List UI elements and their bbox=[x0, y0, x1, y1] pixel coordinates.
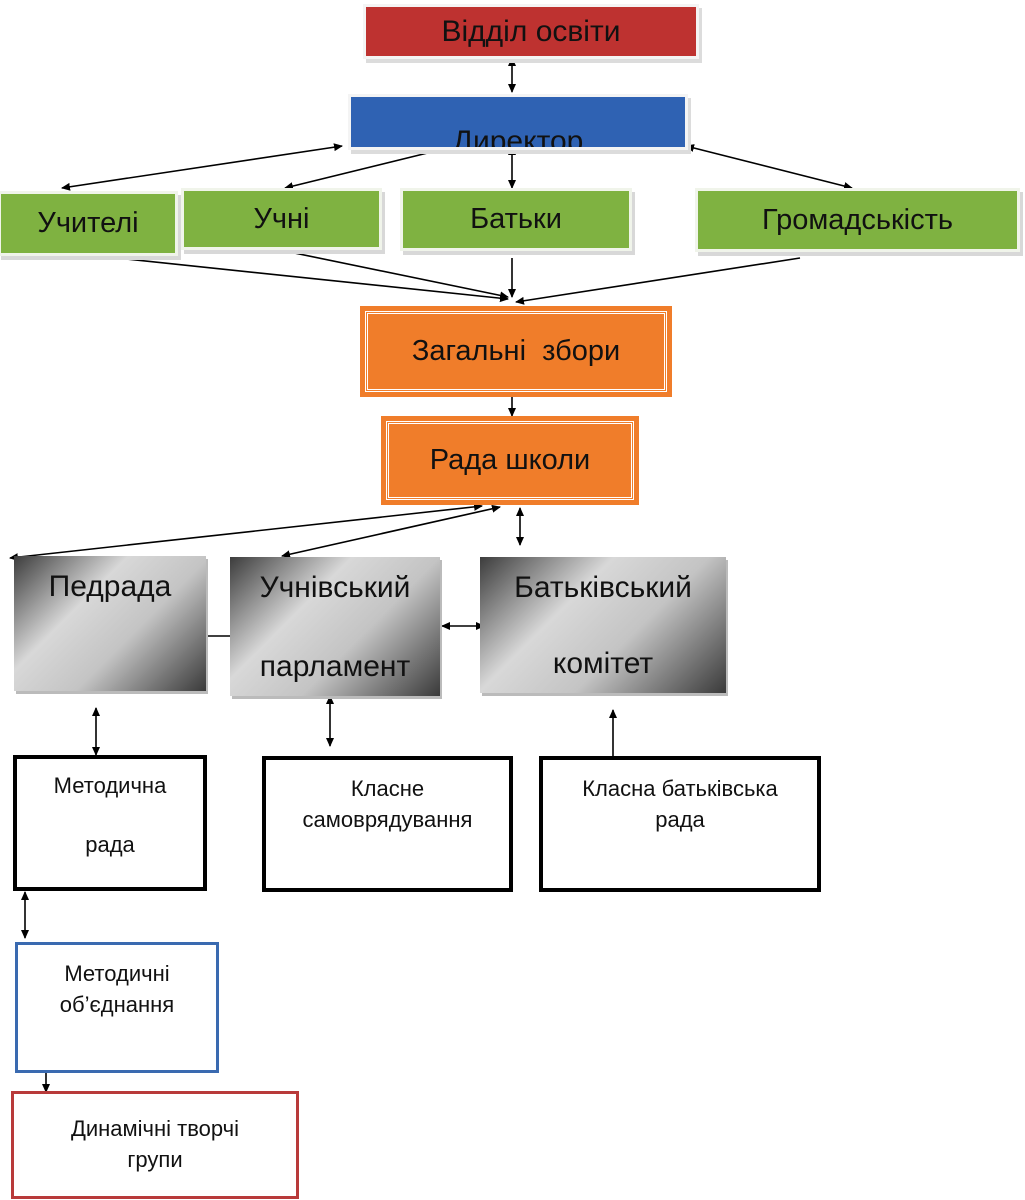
node-label: самоврядування bbox=[302, 806, 473, 832]
node-class-self-government: Класне самоврядування bbox=[262, 756, 513, 892]
node-label: Класне bbox=[350, 776, 425, 801]
arrow-teachers-meeting bbox=[39, 249, 509, 303]
node-label: Педрада bbox=[48, 570, 172, 603]
node-label: Загальні збори bbox=[411, 335, 621, 367]
arrow-students-meeting bbox=[274, 248, 509, 300]
node-school-council: Рада школи bbox=[381, 416, 639, 505]
node-label: парламент bbox=[259, 650, 411, 683]
arrow-council-parliament bbox=[281, 504, 501, 559]
node-class-parent-council: Класна батьківська рада bbox=[539, 756, 821, 892]
node-ped-council: Педрада bbox=[14, 556, 206, 691]
node-label: комітет bbox=[552, 647, 654, 680]
arrow-community-meeting bbox=[515, 257, 801, 305]
arrow-council-pedrada bbox=[9, 502, 483, 562]
node-label: Учителі bbox=[37, 207, 139, 239]
node-label: Рада школи bbox=[429, 444, 591, 476]
arrow-director-community bbox=[685, 144, 853, 190]
node-label: Громадськість bbox=[762, 203, 953, 236]
node-label: Відділ освіти bbox=[441, 14, 621, 48]
node-parents: Батьки bbox=[400, 188, 632, 251]
node-methodical-associations: Методичні об’єднання bbox=[15, 942, 219, 1073]
node-creative-groups: Динамічні творчі групи bbox=[11, 1091, 299, 1199]
node-department: Відділ освіти bbox=[363, 4, 699, 59]
arrow-director-students bbox=[284, 143, 461, 190]
node-label: Директор bbox=[452, 125, 584, 150]
node-general-meeting: Загальні збори bbox=[360, 306, 672, 397]
node-label: Методичні bbox=[64, 961, 170, 986]
node-label: групи bbox=[127, 1147, 183, 1172]
node-label: Батьківський bbox=[514, 571, 692, 604]
node-student-parliament: Учнівський парламент bbox=[230, 557, 440, 696]
node-methodical-council: Методична рада bbox=[13, 755, 207, 891]
node-label: рада bbox=[655, 806, 705, 832]
node-teachers: Учителі bbox=[0, 191, 178, 256]
node-label: об’єднання bbox=[59, 991, 175, 1017]
node-label: рада bbox=[85, 832, 135, 858]
node-director: Директор bbox=[348, 94, 688, 150]
node-label: Учнівський bbox=[259, 571, 411, 604]
node-students: Учні bbox=[181, 188, 382, 250]
node-label: Учні bbox=[253, 202, 310, 235]
node-parent-committee: Батьківський комітет bbox=[480, 557, 726, 693]
arrow-director-teachers bbox=[61, 143, 343, 191]
node-label: Батьки bbox=[470, 203, 562, 235]
node-label: Динамічні творчі bbox=[70, 1116, 240, 1142]
node-community: Громадськість bbox=[695, 188, 1020, 252]
node-label: Методична bbox=[53, 773, 167, 798]
node-label: Класна батьківська bbox=[582, 776, 778, 801]
